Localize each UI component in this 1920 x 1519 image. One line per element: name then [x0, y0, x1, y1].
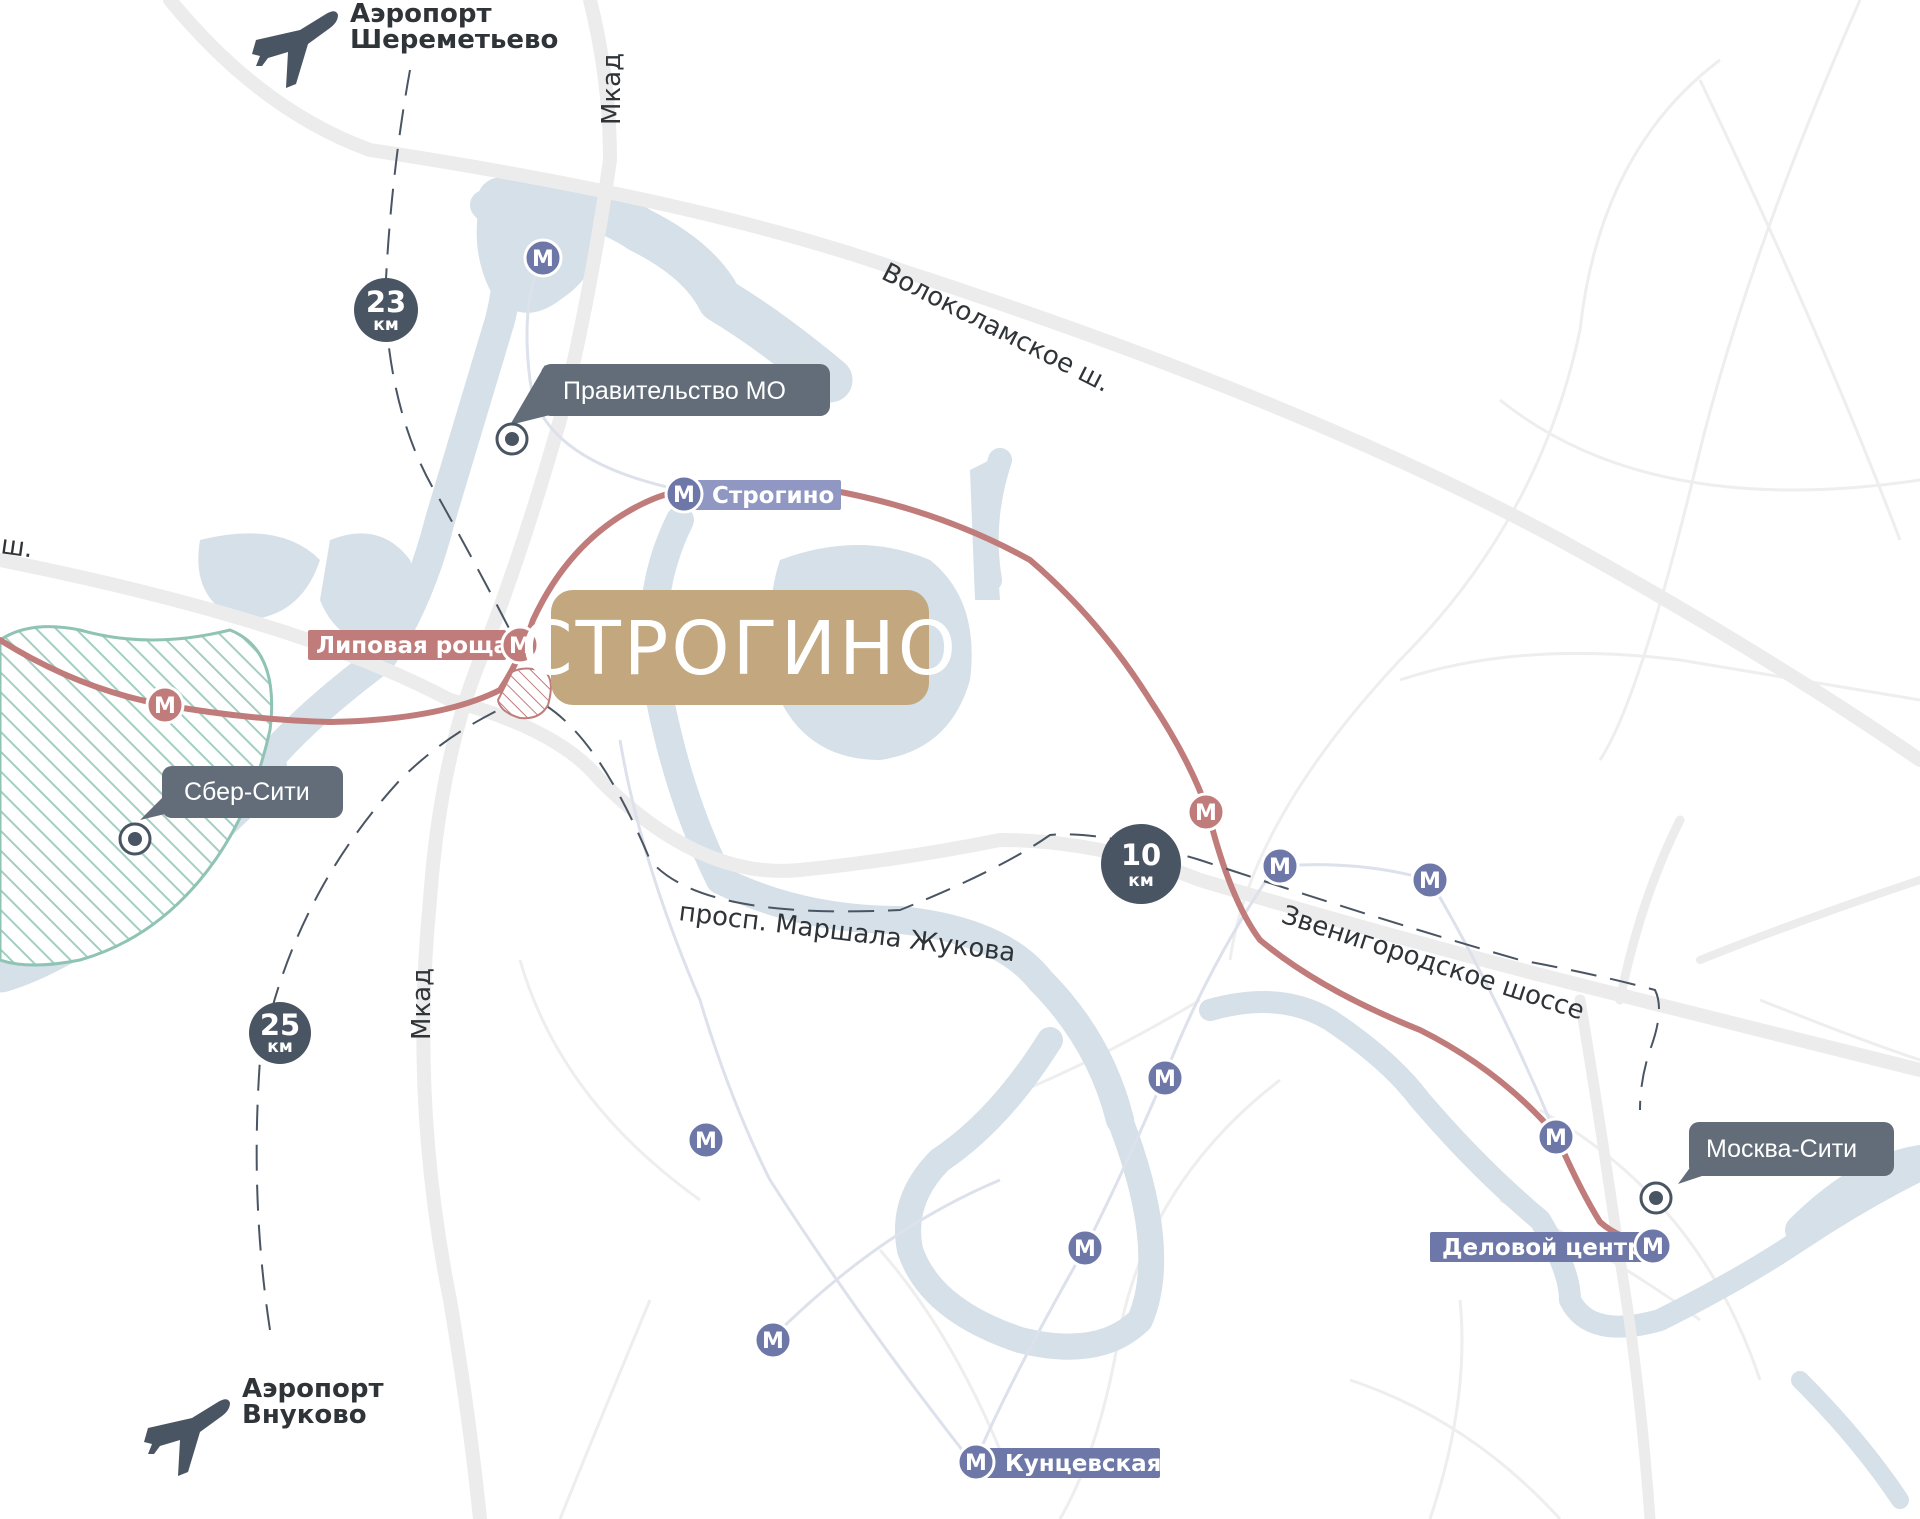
metro-icon[interactable]: М: [753, 1320, 793, 1360]
metro-icon[interactable]: М: [1536, 1117, 1576, 1157]
metro-glyph: М: [509, 634, 531, 659]
airport-vnukovo[interactable]: Аэропорт Внуково: [144, 1374, 384, 1476]
metro-icon[interactable]: М: [523, 238, 563, 278]
station-delovoy-tsentr[interactable]: Деловой центр: [1430, 1232, 1644, 1262]
dashed-routes: [255, 69, 1660, 1331]
metro-glyph: М: [1642, 1235, 1664, 1260]
metro-icon[interactable]: М: [956, 1442, 996, 1482]
airplane-icon: [144, 1399, 230, 1476]
airport-sheremetyevo[interactable]: Аэропорт Шереметьево: [252, 0, 558, 89]
metro-icon[interactable]: М: [500, 625, 540, 665]
distance-value: 10: [1121, 838, 1161, 872]
road-label-mkad-top: Мкад: [597, 53, 627, 125]
metro-glyph: М: [154, 694, 176, 719]
metro-glyph: М: [1419, 869, 1441, 894]
airport-label-line1: Аэропорт: [242, 1374, 384, 1404]
metro-glyph: М: [762, 1329, 784, 1354]
callout-government-mo[interactable]: Правительство МО: [495, 364, 830, 456]
station-kuntsevskaya[interactable]: Кунцевская: [980, 1448, 1161, 1478]
metro-glyph: М: [673, 483, 695, 508]
callout-label: Сбер-Сити: [184, 778, 310, 806]
metro-icon-circle: [1260, 846, 1300, 886]
callout-sber-city[interactable]: Сбер-Сити: [118, 766, 343, 856]
metro-icon[interactable]: М: [1186, 792, 1226, 832]
station-label: Кунцевская: [1005, 1451, 1161, 1477]
metro-glyph: М: [965, 1451, 987, 1476]
distance-unit: км: [267, 1037, 292, 1057]
metro-icon-circle: [753, 1320, 793, 1360]
metro-icon-circle: [664, 474, 704, 514]
metro-icon[interactable]: М: [686, 1120, 726, 1160]
metro-icon-circle: [1633, 1226, 1673, 1266]
distance-badge-25: 25 км: [249, 1002, 311, 1064]
metro-icon-circle: [1186, 792, 1226, 832]
metro-icon-circle: [145, 685, 185, 725]
airport-label-line1: Аэропорт: [350, 0, 492, 29]
metro-icon-circle: [1536, 1117, 1576, 1157]
metro-markers: М М М М М М М М М М М М М М: [145, 238, 1673, 1482]
metro-icon-circle: [1410, 860, 1450, 900]
airplane-icon: [252, 11, 338, 89]
metro-icon[interactable]: М: [145, 685, 185, 725]
station-label: Липовая роща: [316, 633, 509, 659]
station-label: Деловой центр: [1442, 1235, 1644, 1261]
airport-label-line2: Шереметьево: [350, 25, 558, 55]
red-metro-line: [0, 485, 1658, 1248]
metro-glyph: М: [532, 247, 554, 272]
metro-icon-circle: [500, 625, 540, 665]
metro-icon-circle: [956, 1442, 996, 1482]
station-label: Строгино: [712, 483, 834, 509]
metro-glyph: М: [1545, 1126, 1567, 1151]
metro-glyph: М: [1154, 1067, 1176, 1092]
project-plot: [496, 667, 552, 720]
callout-label: Правительство МО: [563, 377, 786, 405]
metro-icon-circle: [523, 238, 563, 278]
distance-badge-23: 23 км: [354, 278, 418, 342]
airport-label-line2: Внуково: [242, 1400, 367, 1430]
metro-glyph: М: [695, 1129, 717, 1154]
metro-icon[interactable]: М: [1145, 1058, 1185, 1098]
metro-icon[interactable]: М: [664, 474, 704, 514]
road-label-left-edge: ш.: [0, 530, 35, 564]
distance-value: 23: [366, 285, 406, 319]
distance-unit: км: [1128, 871, 1153, 891]
metro-icon[interactable]: М: [1260, 846, 1300, 886]
station-lipovaya-roshcha[interactable]: Липовая роща: [308, 630, 509, 660]
road-label-mkad-bottom: Мкад: [407, 968, 437, 1040]
distance-badge-10: 10 км: [1101, 824, 1181, 904]
distance-value: 25: [260, 1008, 300, 1042]
metro-icon[interactable]: М: [1065, 1228, 1105, 1268]
metro-icon[interactable]: М: [1633, 1226, 1673, 1266]
metro-glyph: М: [1269, 855, 1291, 880]
metro-icon-circle: [1145, 1058, 1185, 1098]
blue-metro-lines: [525, 257, 1558, 1461]
project-name: СТРОГИНО: [521, 606, 959, 692]
metro-glyph: М: [1195, 801, 1217, 826]
metro-glyph: М: [1074, 1237, 1096, 1262]
callout-moscow-city[interactable]: Москва-Сити: [1639, 1122, 1894, 1215]
metro-icon-circle: [1065, 1228, 1105, 1268]
project-logo[interactable]: СТРОГИНО: [521, 590, 959, 705]
station-strogino[interactable]: Строгино: [681, 480, 841, 510]
metro-icon-circle: [686, 1120, 726, 1160]
metro-icon[interactable]: М: [1410, 860, 1450, 900]
callout-label: Москва-Сити: [1706, 1135, 1857, 1163]
distance-unit: км: [373, 315, 398, 335]
